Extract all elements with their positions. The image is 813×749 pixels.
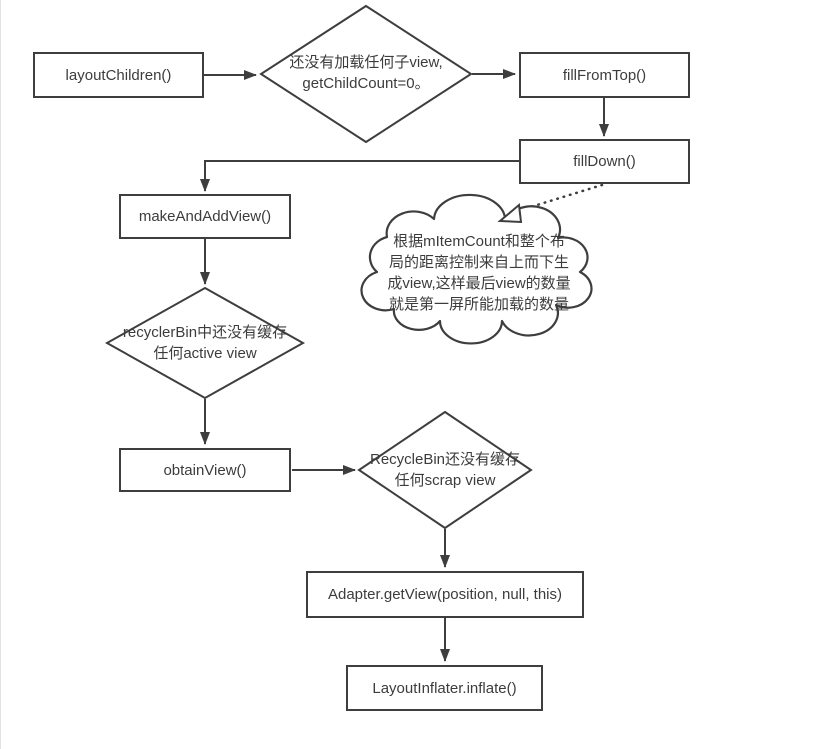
thought-cloud-shape (360, 193, 593, 345)
dotted-link-filldown-to-cloud (522, 183, 604, 211)
decision-diamond-no-child-views (259, 4, 473, 144)
node-fillfromtop: fillFromTop() (519, 52, 690, 98)
node-obtainview: obtainView() (119, 448, 291, 492)
decision-diamond-recyclerbin-active (104, 286, 306, 400)
node-layoutinflater-inflate: LayoutInflater.inflate() (346, 665, 543, 711)
decision-diamond-recyclebin-scrap (357, 410, 533, 530)
node-adapter-getview: Adapter.getView(position, null, this) (306, 571, 584, 618)
node-makeandaddview: makeAndAddView() (119, 194, 291, 239)
arrow-filldown-to-makeandaddview (200, 160, 519, 192)
node-filldown: fillDown() (519, 139, 690, 184)
node-layoutchildren: layoutChildren() (33, 52, 204, 98)
cloud-pointer-triangle (497, 203, 523, 224)
